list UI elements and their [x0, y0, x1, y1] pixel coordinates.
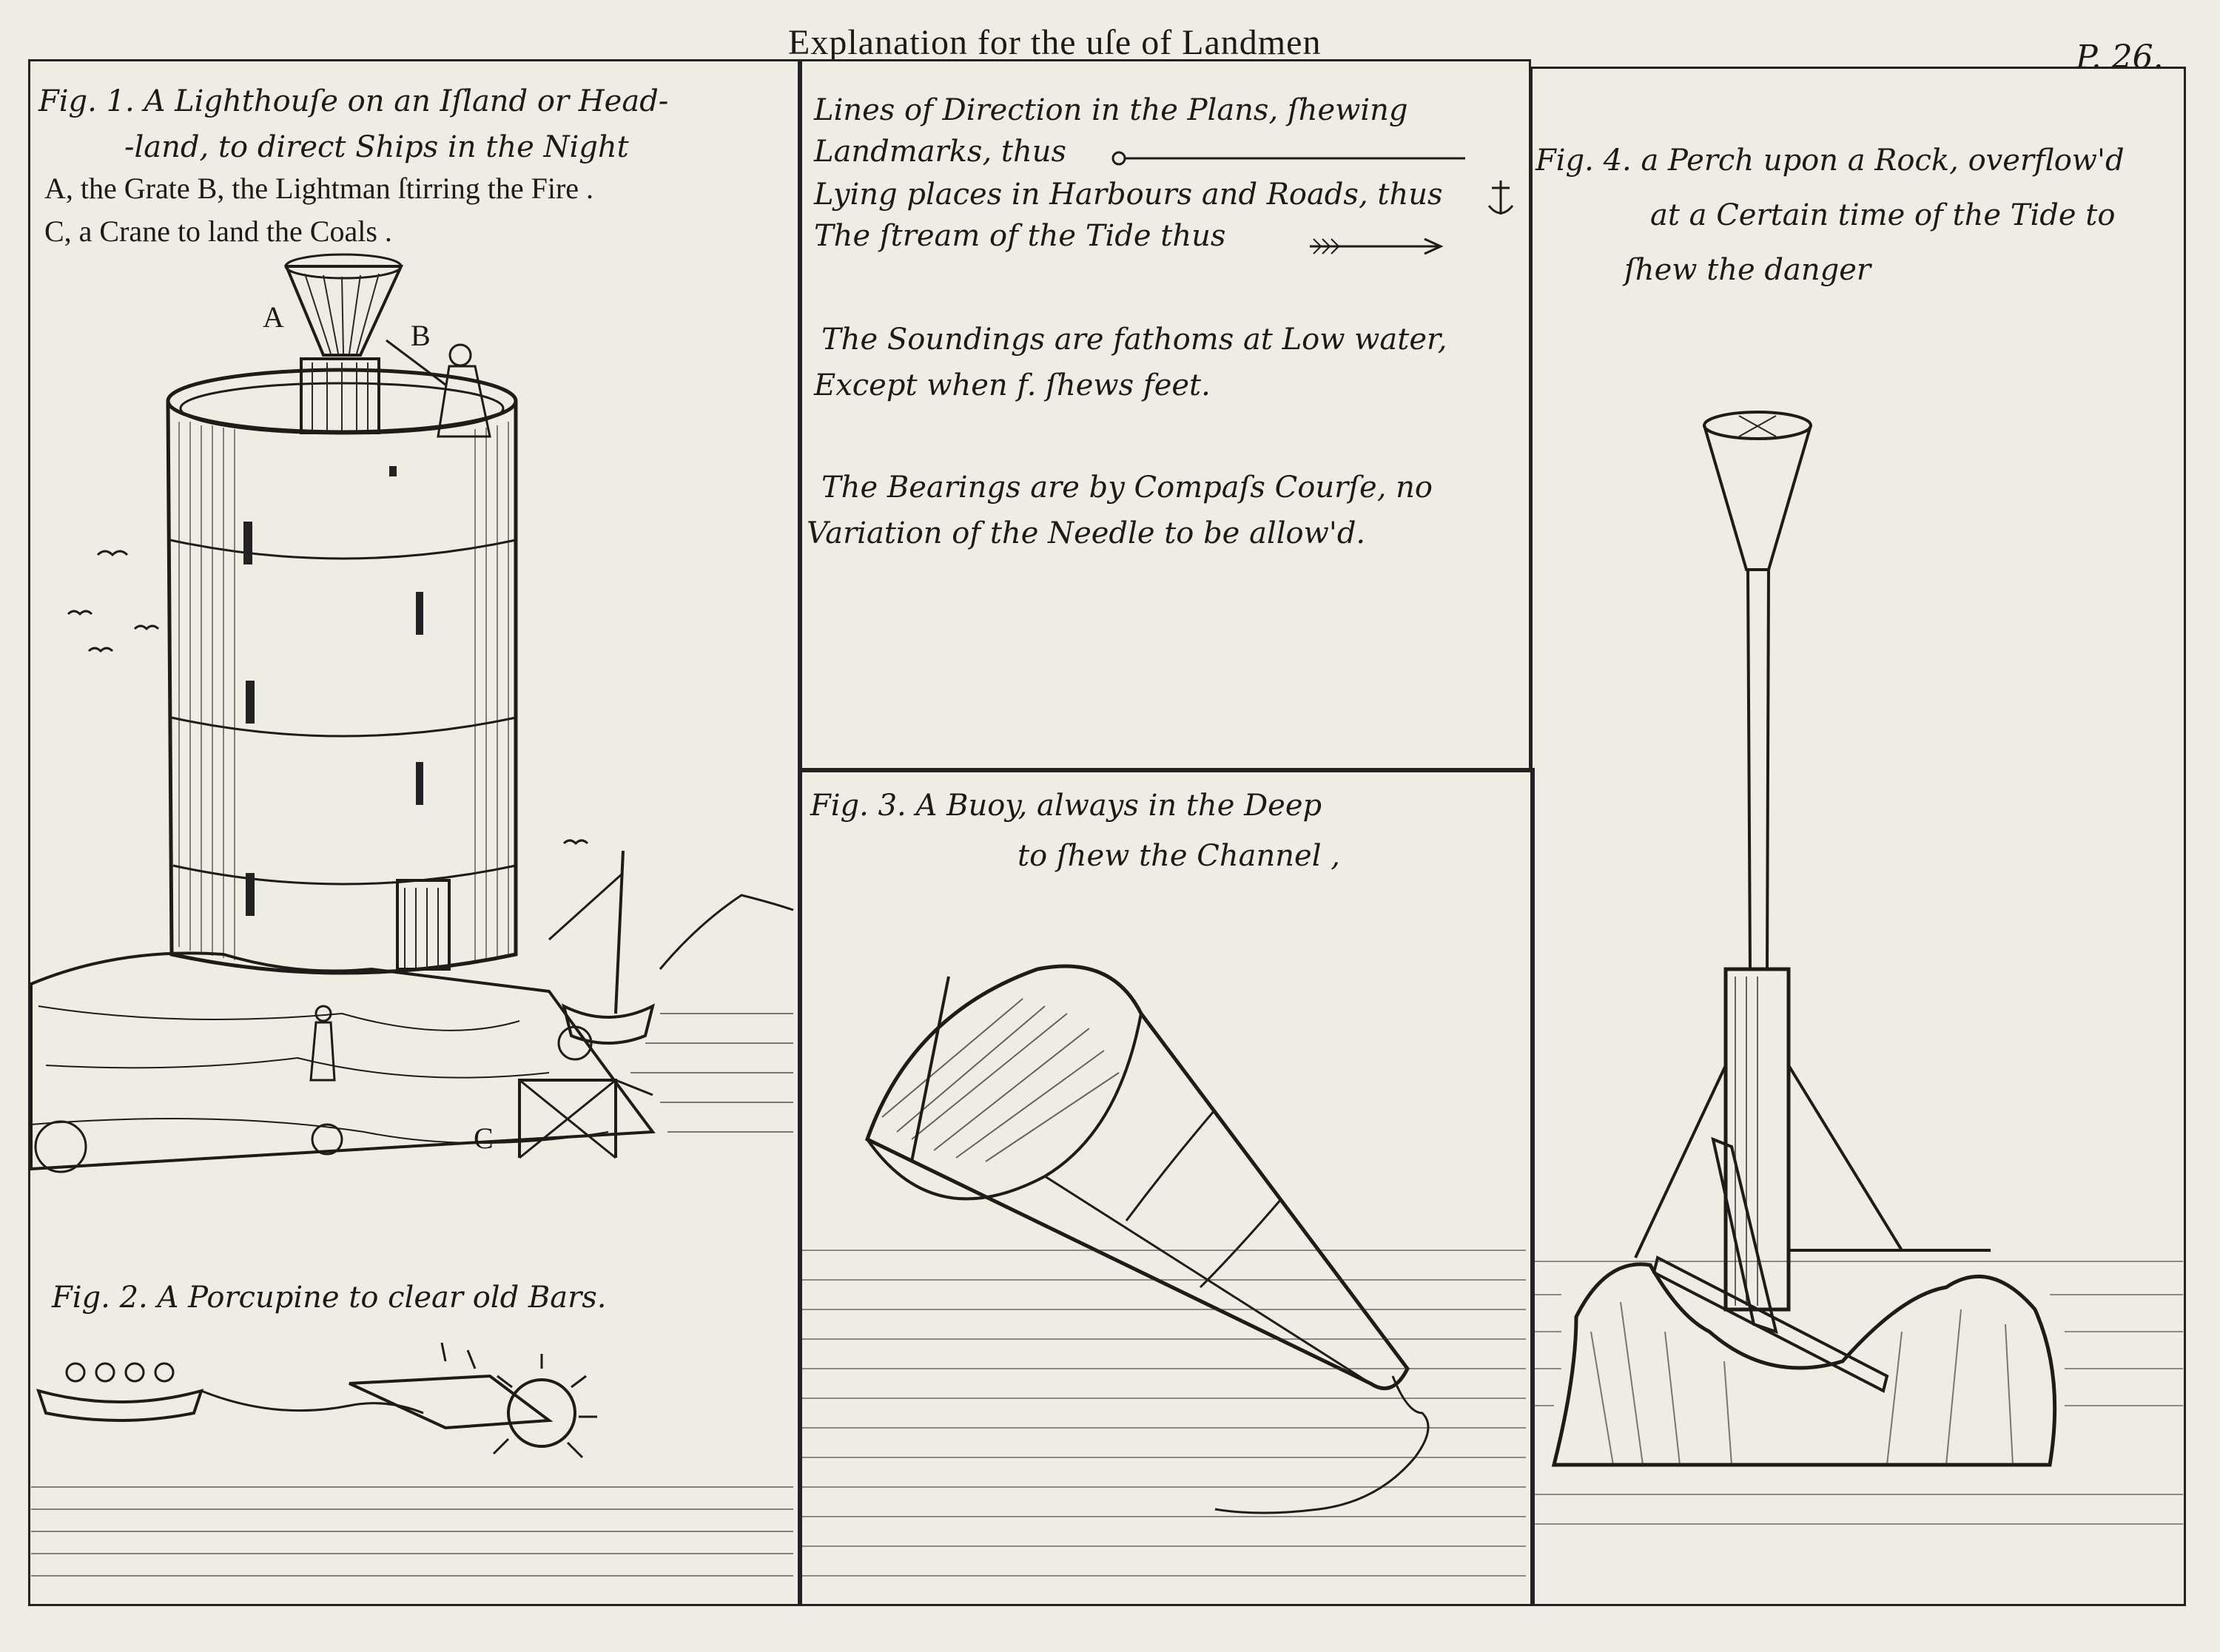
soundings-line1: The Soundings are fathoms at Low water,	[821, 323, 1447, 357]
soundings-line2: Except when f. ſhews feet.	[814, 368, 1211, 402]
legend-line2: Landmarks, thus	[814, 135, 1066, 169]
fig1-title-line1: Fig. 1. A Lighthouſe on an Iſland or Hea…	[38, 84, 669, 118]
fig4-title-line3: ſhew the danger	[1624, 253, 1871, 287]
lighthouse-illustration	[30, 253, 794, 1173]
landmark-line-symbol	[1111, 151, 1465, 166]
page-title: Explanation for the uſe of Landmen	[788, 23, 1322, 62]
panel-fig3	[798, 768, 1535, 1606]
legend-line4: The ſtream of the Tide thus	[814, 219, 1226, 253]
fig1-key-line1: A, the Grate B, the Lightman ſtirring th…	[44, 172, 594, 205]
fig3-title-line2: to ſhew the Channel ,	[1018, 839, 1340, 873]
fig1-label-c: C	[474, 1122, 494, 1155]
bearings-line2: Variation of the Needle to be allow'd.	[807, 516, 1366, 550]
porcupine-illustration	[31, 1342, 793, 1577]
fig1-label-b: B	[411, 319, 431, 352]
buoy-illustration	[801, 964, 1526, 1577]
perch-illustration	[1532, 411, 2183, 1525]
tide-arrow-icon	[1310, 237, 1444, 255]
panel-fig4	[1530, 67, 2186, 1606]
fig4-title-line2: at a Certain time of the Tide to	[1650, 198, 2116, 232]
bearings-line1: The Bearings are by Compaſs Courſe, no	[821, 471, 1433, 505]
anchor-icon	[1487, 181, 1514, 215]
fig3-title-line1: Fig. 3. A Buoy, always in the Deep	[810, 789, 1322, 823]
panel-legend	[798, 59, 1531, 772]
fig4-title-line1: Fig. 4. a Perch upon a Rock, overflow'd	[1536, 144, 2125, 178]
fig2-caption: Fig. 2. A Porcupine to clear old Bars.	[52, 1281, 607, 1315]
fig1-key-line2: C, a Crane to land the Coals .	[44, 215, 392, 248]
fig1-title-line2: -land, to direct Ships in the Night	[124, 130, 629, 164]
legend-line3: Lying places in Harbours and Roads, thus	[814, 178, 1443, 212]
page-number: P. 26.	[2076, 38, 2164, 76]
legend-line1: Lines of Direction in the Plans, ſhewing	[814, 93, 1408, 127]
fig1-label-a: A	[263, 300, 284, 334]
panel-fig1-fig2	[28, 59, 802, 1606]
